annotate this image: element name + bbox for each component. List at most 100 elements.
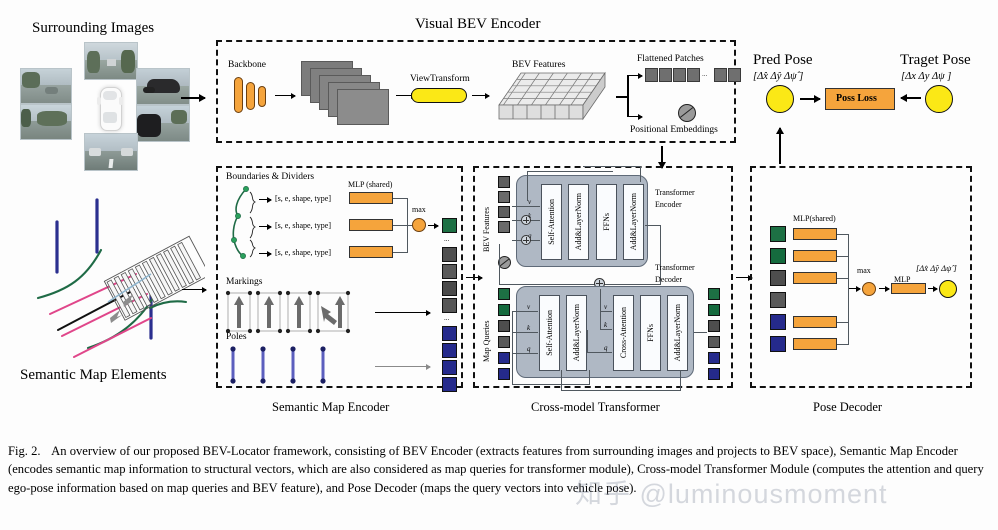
cross-v-label: v (604, 303, 608, 311)
transformer-encoder-panel: Self-Attention Add&LayerNorm FFNs Add&La… (516, 175, 648, 267)
transformer-encoder-label-1: Transformer (655, 188, 695, 197)
pose-decoder-output-vector: [Δx̂ Δŷ Δψ̂ ] (916, 263, 957, 273)
target-pose-title: Traget Pose (900, 52, 971, 68)
decoder-residual-2-riser2 (680, 370, 682, 390)
map-query-token (498, 288, 510, 300)
transformer-decoder-label-1: Transformer (655, 263, 695, 272)
encoder-block-label: Add&LayerNorm (629, 193, 638, 251)
mlp-shared-bar (349, 219, 393, 231)
pose-decoder-out-wire (837, 322, 849, 324)
map-token-marking (442, 264, 457, 279)
map-query-token (498, 352, 510, 364)
mlp-out-wire (393, 252, 408, 254)
arrow-map-elements-to-encoder (182, 286, 207, 293)
flattened-patch (728, 68, 741, 82)
surrounding-images-title: Surrounding Images (32, 20, 155, 36)
decoder-q-label: q (527, 345, 531, 353)
encoder-feedback-riser (499, 244, 501, 285)
ego-vehicle-icon (96, 87, 124, 131)
caption-text: An overview of our proposed BEV-Locator … (8, 444, 984, 495)
map-query-token (498, 368, 510, 380)
decoder-block-label: Add&LayerNorm (673, 304, 682, 362)
cross-attention-q-riser (587, 330, 589, 353)
transformer-decoder-panel: Self-Attention Add&LayerNorm Cross-Atten… (516, 286, 694, 378)
arrow-to-flattened-patches (628, 72, 643, 79)
transformer-map-queries-label: Map Queries (482, 320, 491, 362)
decoder-residual-1-riser (512, 311, 514, 385)
transformer-bev-features-label: BEV Features (482, 207, 491, 252)
flattened-patches-ellipsis: ... (702, 70, 708, 78)
encoder-plus-q (521, 235, 531, 245)
decoder-output-wire (694, 332, 707, 334)
pred-pose-title: Pred Pose (753, 52, 813, 68)
cross-k-label: k (604, 321, 608, 329)
arrow-max-to-token (428, 222, 439, 229)
encoder-block-self-attention: Self-Attention (541, 184, 562, 260)
markings-icons (225, 290, 365, 336)
pose-loss-block (825, 88, 895, 110)
map-token-marking (442, 281, 457, 296)
encoder-residual-top2 (583, 166, 641, 168)
pose-decoder-input-token (770, 336, 786, 352)
pose-decoder-mlp-bar (793, 338, 837, 350)
vector-row-label: [s, e, shape, type] (275, 248, 331, 257)
bev-input-token (498, 206, 510, 218)
decoder-v-label: v (527, 303, 531, 311)
poles-label: Poles (226, 332, 247, 342)
bev-features-grid (493, 71, 611, 125)
flattened-patch (659, 68, 672, 82)
decoder-output-token (708, 352, 720, 364)
encoder-residual-riser (527, 171, 529, 201)
pose-decoder-max-node (862, 282, 876, 296)
pose-decoder-mlp-bar (793, 228, 837, 240)
camera-tile-front-left (20, 68, 72, 104)
camera-tile-back-right (136, 105, 190, 142)
decoder-block-ffns: FFNs (640, 295, 661, 371)
encoder-residual-top (527, 171, 613, 173)
pose-decoder-final-mlp (891, 283, 926, 294)
pred-pose-vector: [Δx̂ Δŷ Δψ̂ ] (753, 71, 804, 82)
encoder-block-ffns: FFNs (596, 184, 617, 260)
pose-decoder-mlp-bar (793, 250, 837, 262)
arrow-markings-to-tokens (375, 309, 431, 316)
bev-input-token (498, 176, 510, 188)
map-query-token (498, 304, 510, 316)
decoder-output-token (708, 368, 720, 380)
pose-decoder-input-token (770, 270, 786, 286)
flattened-patch (673, 68, 686, 82)
decoder-residual-2-riser (561, 370, 563, 390)
decoder-residual-2 (561, 390, 681, 392)
feature-plane-5 (337, 89, 389, 125)
encoder-wire-v (512, 206, 540, 208)
decoder-block-self-attention: Self-Attention (539, 295, 560, 371)
arrow-decoder-to-pred-pose (775, 127, 784, 164)
transformer-decoder-label-2: Decoder (655, 275, 683, 284)
arrow-viewtransform-to-bev (472, 92, 490, 99)
backbone-column-3 (258, 86, 266, 107)
token-ellipsis-1: ... (444, 235, 450, 243)
camera-tile-front-right (136, 68, 190, 105)
vector-row-label: [s, e, shape, type] (275, 221, 331, 230)
decoder-output-token (708, 288, 720, 300)
surrounding-images-group (20, 40, 210, 171)
visual-bev-encoder-title: Visual BEV Encoder (415, 16, 541, 32)
arrow-to-vector-row (259, 196, 272, 203)
decoder-output-token (708, 304, 720, 316)
cross-attention-q-wire (587, 352, 612, 354)
encoder-block-label: Self-Attention (547, 199, 556, 245)
encoder-block-addnorm-1: Add&LayerNorm (568, 184, 589, 260)
mlp-shared-bar (349, 246, 393, 258)
visual-bev-encoder-box (216, 40, 736, 143)
decoder-output-token (708, 320, 720, 332)
flattened-patch (687, 68, 700, 82)
vector-row-label: [s, e, shape, type] (275, 194, 331, 203)
decoder-residual-1 (512, 384, 590, 386)
poles-icons (225, 344, 355, 386)
map-query-token (498, 336, 510, 348)
decoder-block-cross-attention: Cross-Attention (613, 295, 634, 371)
map-token-boundary (442, 218, 457, 233)
map-token-pole (442, 326, 457, 341)
encoder-v-label: v (528, 198, 532, 206)
mlp-to-max-wire (407, 225, 413, 227)
